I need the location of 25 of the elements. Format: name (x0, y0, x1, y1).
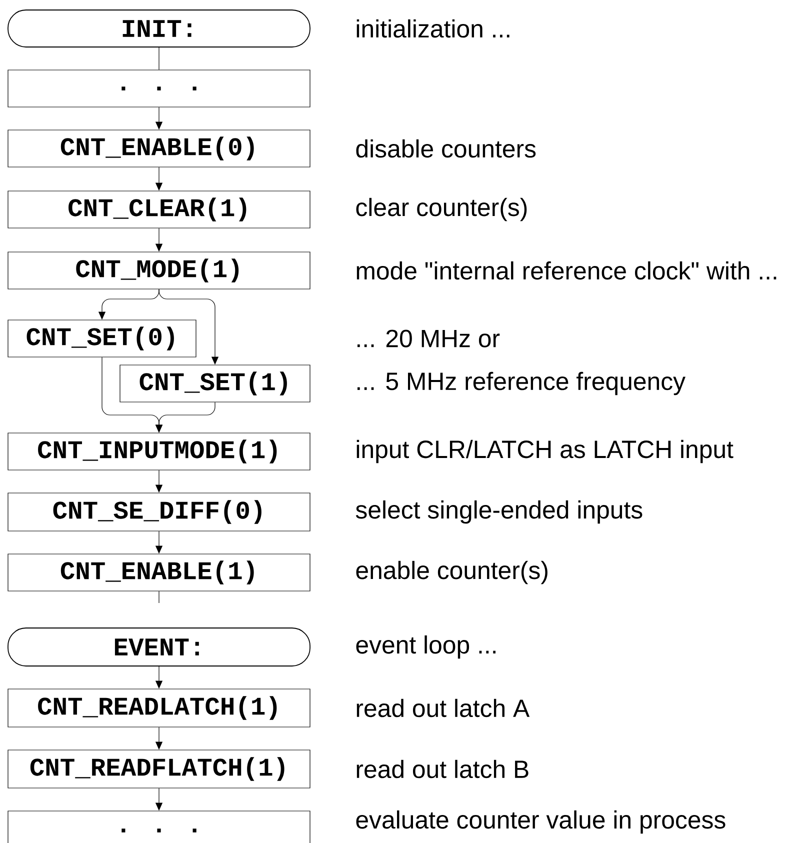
process-box: CNT_SET(1) (120, 364, 310, 402)
description-text: disable counters (356, 139, 536, 158)
process-box: . . . (8, 810, 310, 843)
process-box: CNT_INPUTMODE(1) (8, 432, 310, 470)
description-text: ... 5 MHz reference frequency (357, 372, 686, 396)
process-box: CNT_SE_DIFF(0) (8, 492, 310, 532)
description-text: evaluate counter value in process (356, 810, 726, 834)
description-text: input CLR/LATCH as LATCH input (356, 440, 734, 464)
process-box: . . . (8, 70, 310, 108)
description-text: read out latch B (356, 760, 528, 778)
process-box: CNT_READFLATCH(1) (8, 750, 310, 788)
description-text: event loop ... (356, 635, 496, 659)
process-box: CNT_CLEAR(1) (8, 190, 310, 228)
description-text: mode "internal reference clock" with ... (356, 261, 776, 280)
description-text: ... 20 MHz or (357, 330, 500, 348)
process-box: CNT_ENABLE(0) (8, 130, 310, 168)
description-text: select single-ended inputs (356, 500, 642, 524)
description-text: initialization ... (356, 19, 510, 38)
description-text: clear counter(s) (356, 198, 527, 222)
description-text: read out latch A (356, 698, 530, 718)
process-box: CNT_MODE(1) (8, 252, 310, 290)
process-box: CNT_READLATCH(1) (8, 688, 310, 728)
process-box: CNT_SET(0) (8, 320, 196, 358)
description-text: enable counter(s) (356, 560, 548, 584)
process-box: CNT_ENABLE(1) (8, 554, 310, 592)
